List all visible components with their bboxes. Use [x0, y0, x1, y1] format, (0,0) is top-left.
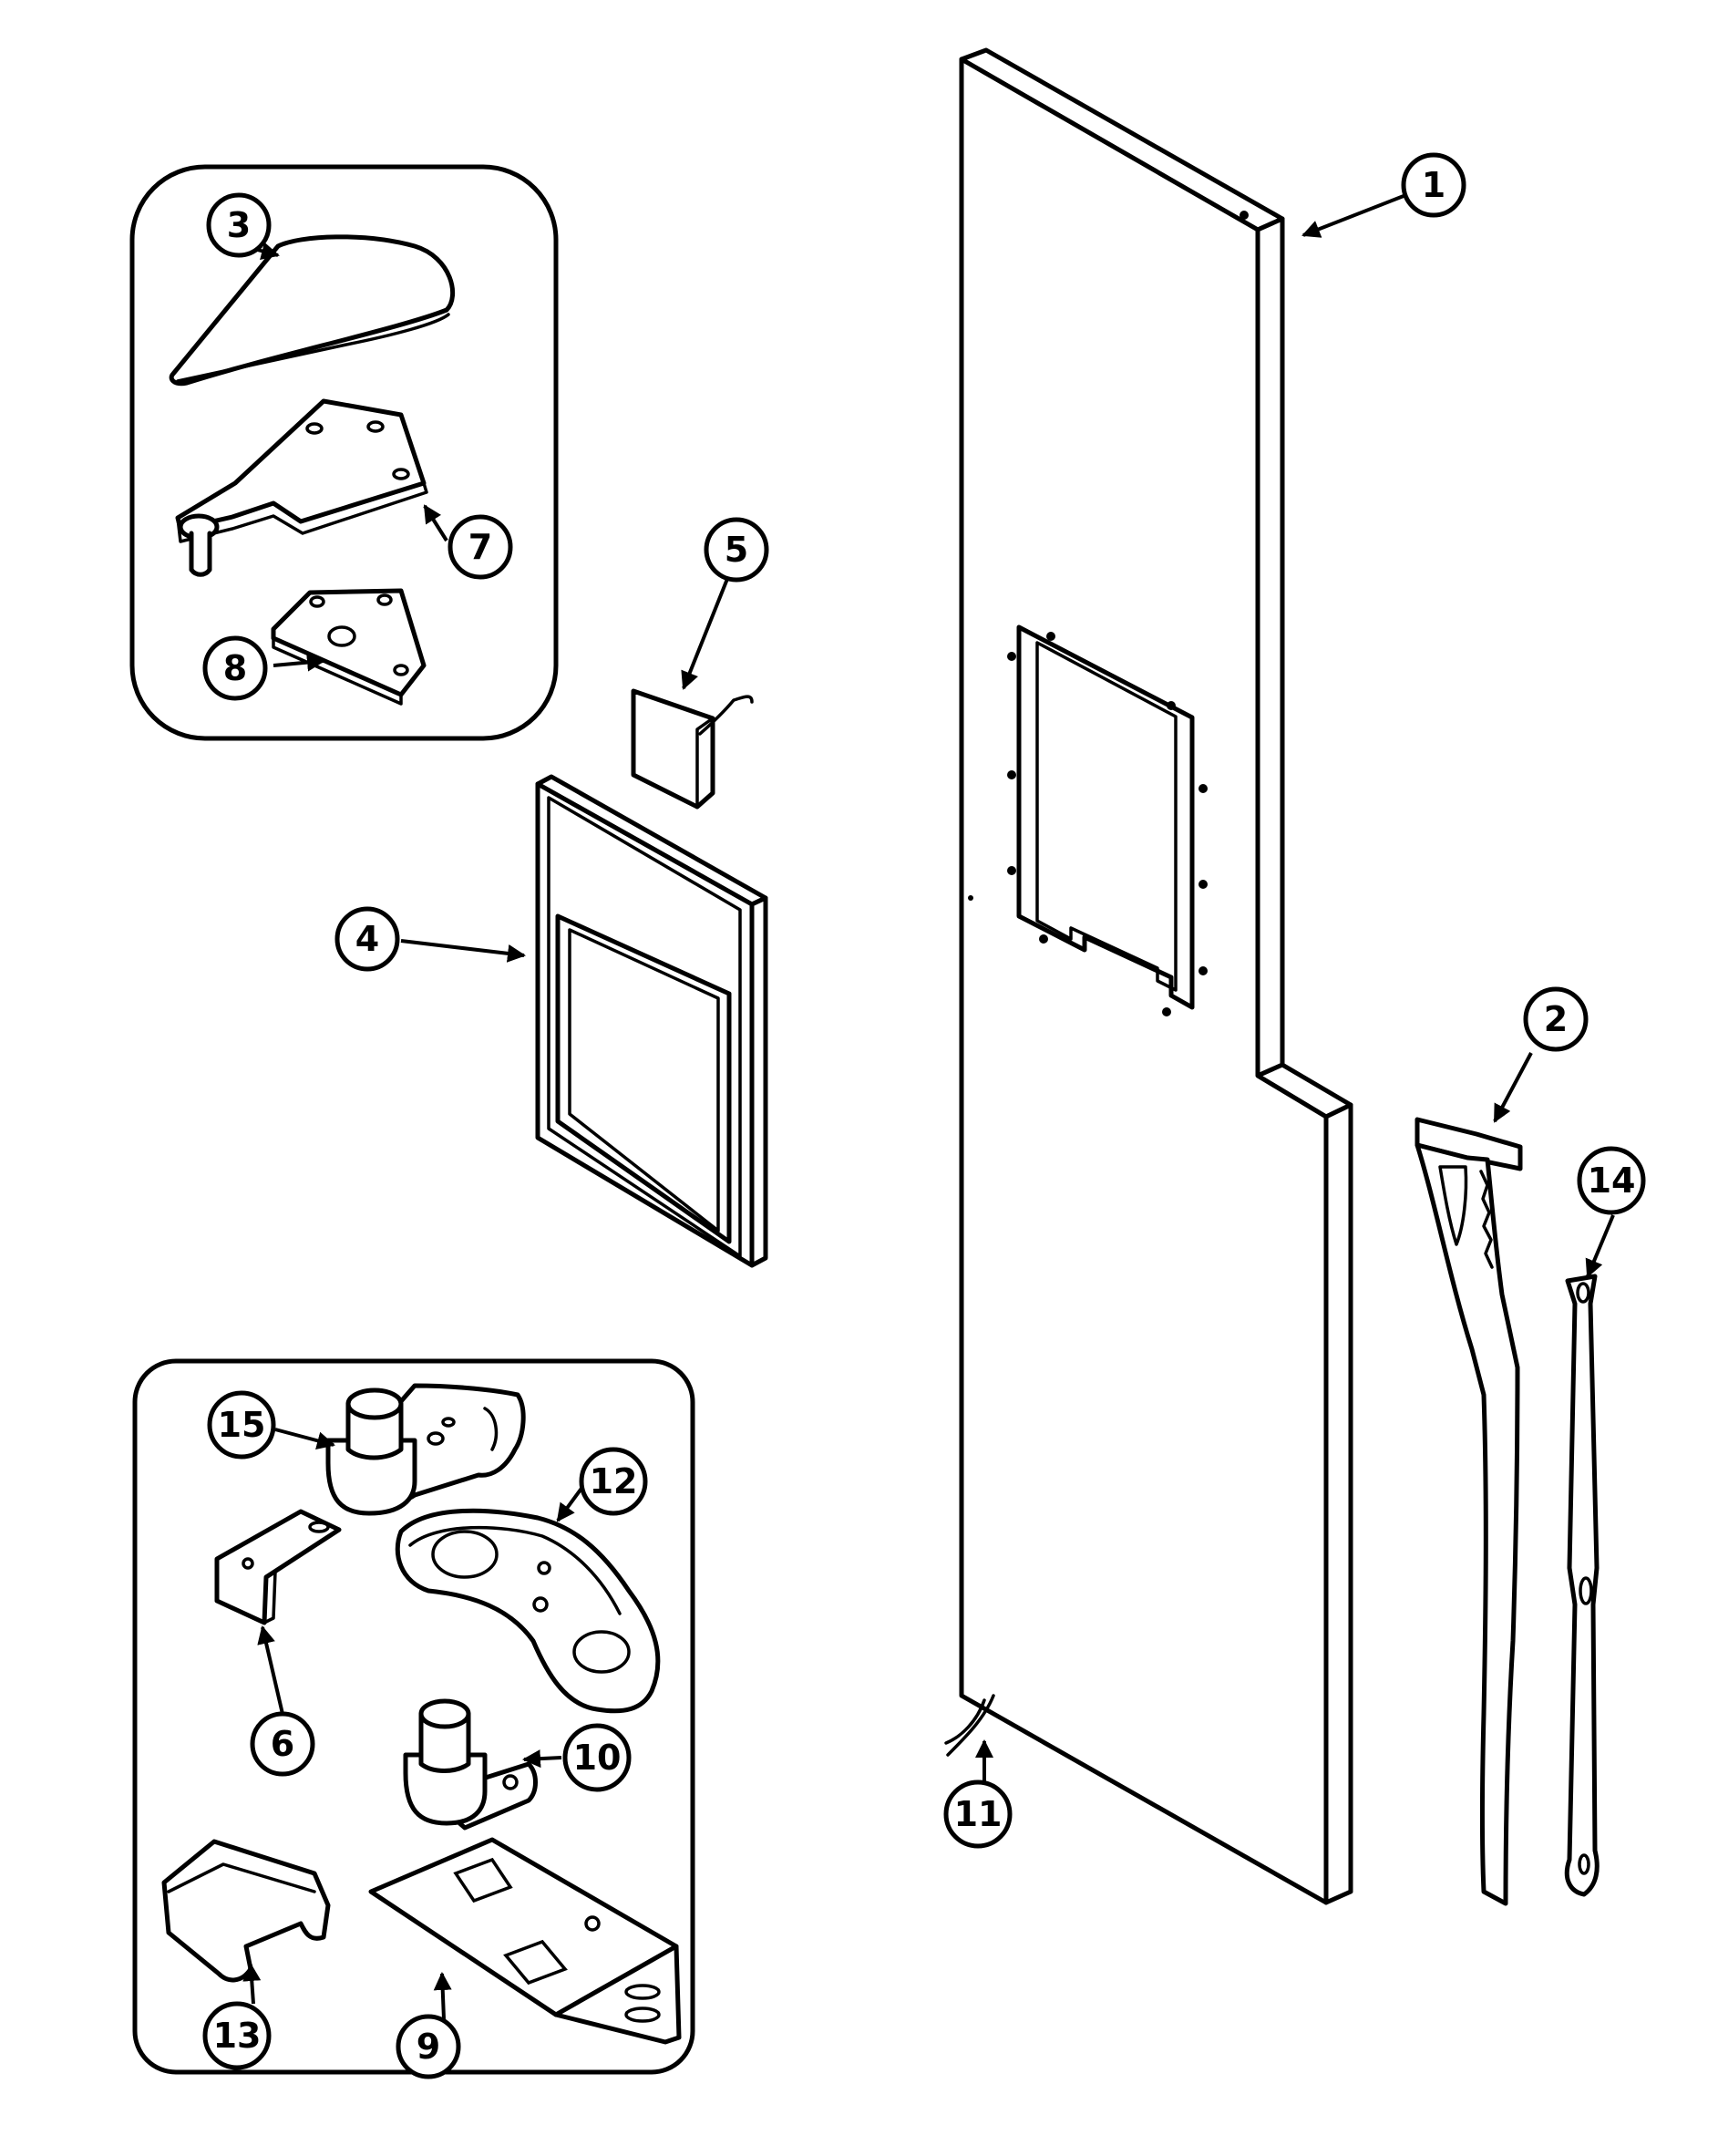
callout-label-13: 13 [213, 2016, 262, 2056]
callout-11: 11 [943, 1779, 1013, 1849]
callout-label-12: 12 [590, 1461, 638, 1501]
hinge-cover [169, 234, 456, 387]
callout-label-4: 4 [355, 919, 379, 959]
callout-label-15: 15 [218, 1405, 266, 1445]
handle-strap [1564, 1274, 1600, 1897]
callout-4: 4 [334, 906, 400, 972]
hinge-pin [403, 1698, 538, 1831]
hinge-cover-group-box [129, 164, 559, 741]
hinge-cover-small [161, 1839, 331, 1983]
callout-7: 7 [448, 514, 513, 580]
callout-label-7: 7 [468, 527, 492, 567]
callout-1: 1 [1401, 152, 1466, 218]
lower-hinge-pin-bracket [325, 1383, 526, 1516]
callout-2: 2 [1523, 986, 1589, 1052]
callout-label-2: 2 [1544, 999, 1568, 1039]
callout-15: 15 [207, 1390, 276, 1460]
callout-14: 14 [1577, 1146, 1646, 1215]
callout-label-1: 1 [1422, 165, 1445, 205]
small-bracket [214, 1509, 342, 1625]
hinge-plate [368, 1837, 682, 2045]
callout-3: 3 [206, 192, 272, 258]
callout-12: 12 [579, 1447, 648, 1516]
callout-5: 5 [704, 517, 769, 583]
upper-hinge-plate [175, 398, 428, 577]
callout-8: 8 [202, 635, 268, 701]
callout-label-9: 9 [417, 2027, 440, 2067]
callout-label-11: 11 [954, 1794, 1003, 1834]
callout-6: 6 [250, 1711, 315, 1777]
dispenser-switch [631, 688, 754, 810]
callout-label-5: 5 [725, 530, 748, 570]
callout-label-6: 6 [271, 1724, 294, 1764]
door-panel [944, 47, 1353, 1905]
callout-10: 10 [562, 1723, 632, 1792]
dispenser-frame [535, 774, 768, 1268]
callout-label-3: 3 [227, 205, 251, 245]
callout-13: 13 [202, 2001, 272, 2070]
callout-label-8: 8 [223, 648, 247, 688]
door-handle [1415, 1117, 1523, 1906]
callout-9: 9 [396, 2014, 461, 2079]
hinge-bracket [395, 1508, 661, 1714]
callout-label-14: 14 [1588, 1161, 1636, 1201]
leader-lines [242, 194, 1615, 2020]
hinge-shim [271, 588, 427, 706]
callout-label-10: 10 [573, 1738, 622, 1778]
